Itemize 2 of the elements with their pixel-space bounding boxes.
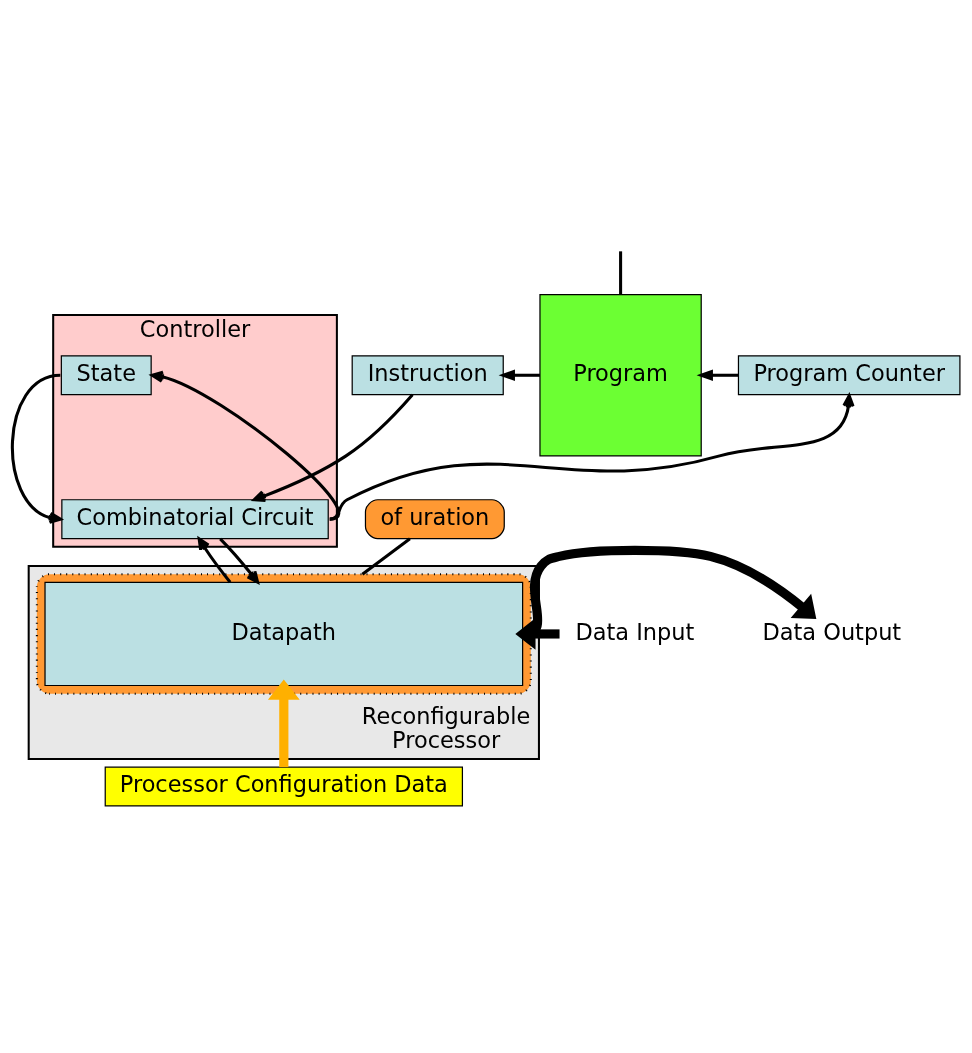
node-text: Data Output (762, 618, 902, 645)
node-text: Data Input (575, 618, 695, 645)
